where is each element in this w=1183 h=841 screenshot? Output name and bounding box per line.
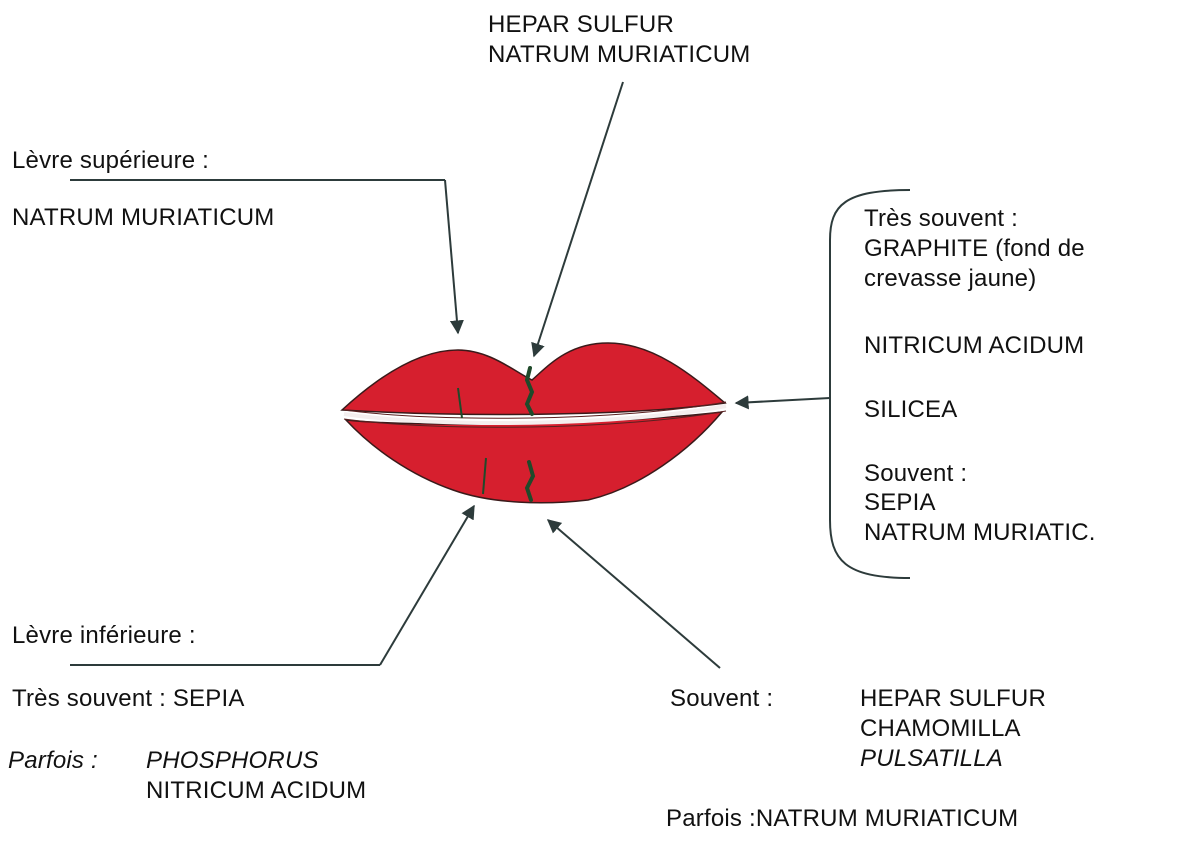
lower-lip-phosphorus: PHOSPHORUS <box>146 748 319 774</box>
upper-lip <box>342 343 725 414</box>
top-arrow <box>534 82 623 356</box>
top-remedy-2: NATRUM MURIATICUM <box>488 42 750 68</box>
upper-lip-remedy: NATRUM MURIATICUM <box>12 205 274 231</box>
lower-lip-arrow <box>380 506 474 665</box>
corner-natrum: NATRUM MURIATIC. <box>864 520 1096 546</box>
corner-nitricum: NITRICUM ACIDUM <box>864 333 1084 359</box>
lips <box>342 343 726 503</box>
lower-lip-heading: Lèvre inférieure : <box>12 623 196 649</box>
corner-often-label: Souvent : <box>864 461 967 487</box>
corner-graphite-line1: GRAPHITE (fond de <box>864 236 1085 262</box>
lower-middle-sometimes: Parfois :NATRUM MURIATICUM <box>666 806 1018 832</box>
lower-middle-often-label: Souvent : <box>670 686 773 712</box>
lower-middle-hepar: HEPAR SULFUR <box>860 686 1046 712</box>
lower-lip <box>346 412 722 503</box>
corner-sepia: SEPIA <box>864 490 936 516</box>
lower-middle-pulsatilla: PULSATILLA <box>860 746 1003 772</box>
top-remedy-1: HEPAR SULFUR <box>488 12 674 38</box>
lower-lip-sometimes-label: Parfois : <box>8 748 98 774</box>
lower-middle-arrow <box>548 520 720 668</box>
lower-middle-chamomilla: CHAMOMILLA <box>860 716 1021 742</box>
lower-lip-very-often: Très souvent : SEPIA <box>12 686 245 712</box>
lower-lip-nitricum: NITRICUM ACIDUM <box>146 778 366 804</box>
corner-graphite-line2: crevasse jaune) <box>864 266 1036 292</box>
corner-arrow <box>736 398 830 403</box>
corner-very-often-label: Très souvent : <box>864 206 1018 232</box>
upper-lip-heading: Lèvre supérieure : <box>12 148 209 174</box>
upper-lip-arrow <box>445 180 458 333</box>
corner-silicea: SILICEA <box>864 397 957 423</box>
